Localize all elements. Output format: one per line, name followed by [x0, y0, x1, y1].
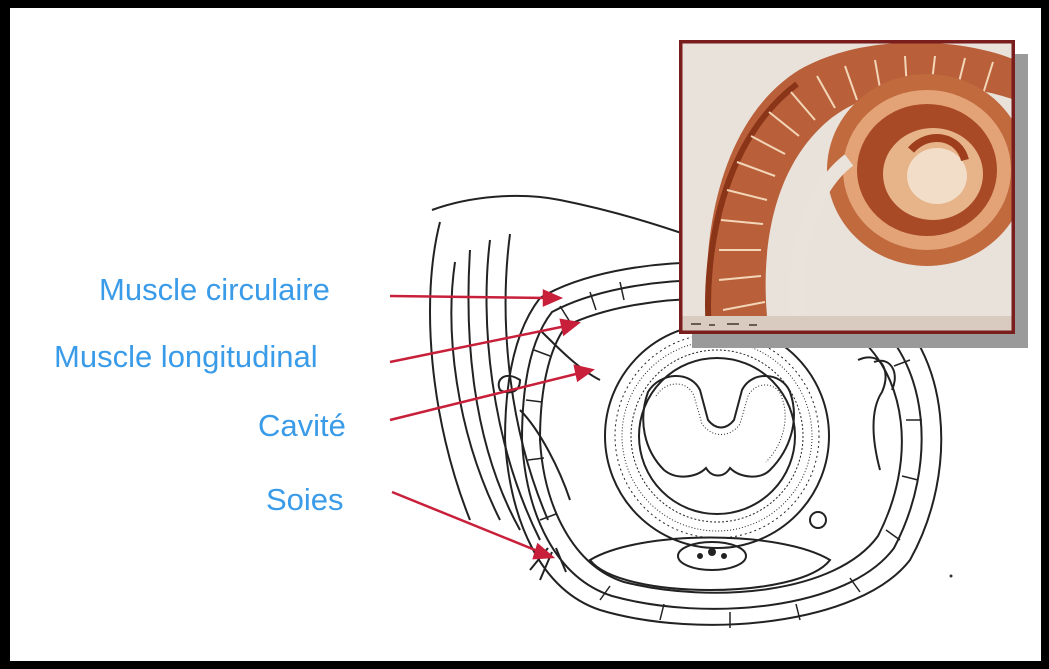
arrow-muscle-circulaire: [390, 296, 548, 298]
label-muscle-circulaire: Muscle circulaire: [99, 274, 330, 305]
arrow-soies: [392, 492, 540, 552]
label-muscle-longitudinal: Muscle longitudinal: [54, 341, 318, 372]
micrograph-image: [679, 40, 1015, 334]
arrow-cavite: [390, 373, 580, 420]
label-soies: Soies: [266, 484, 344, 515]
label-cavite: Cavité: [258, 410, 346, 441]
arrow-muscle-longitudinal: [390, 326, 566, 362]
micrograph-inset: [679, 40, 1015, 334]
